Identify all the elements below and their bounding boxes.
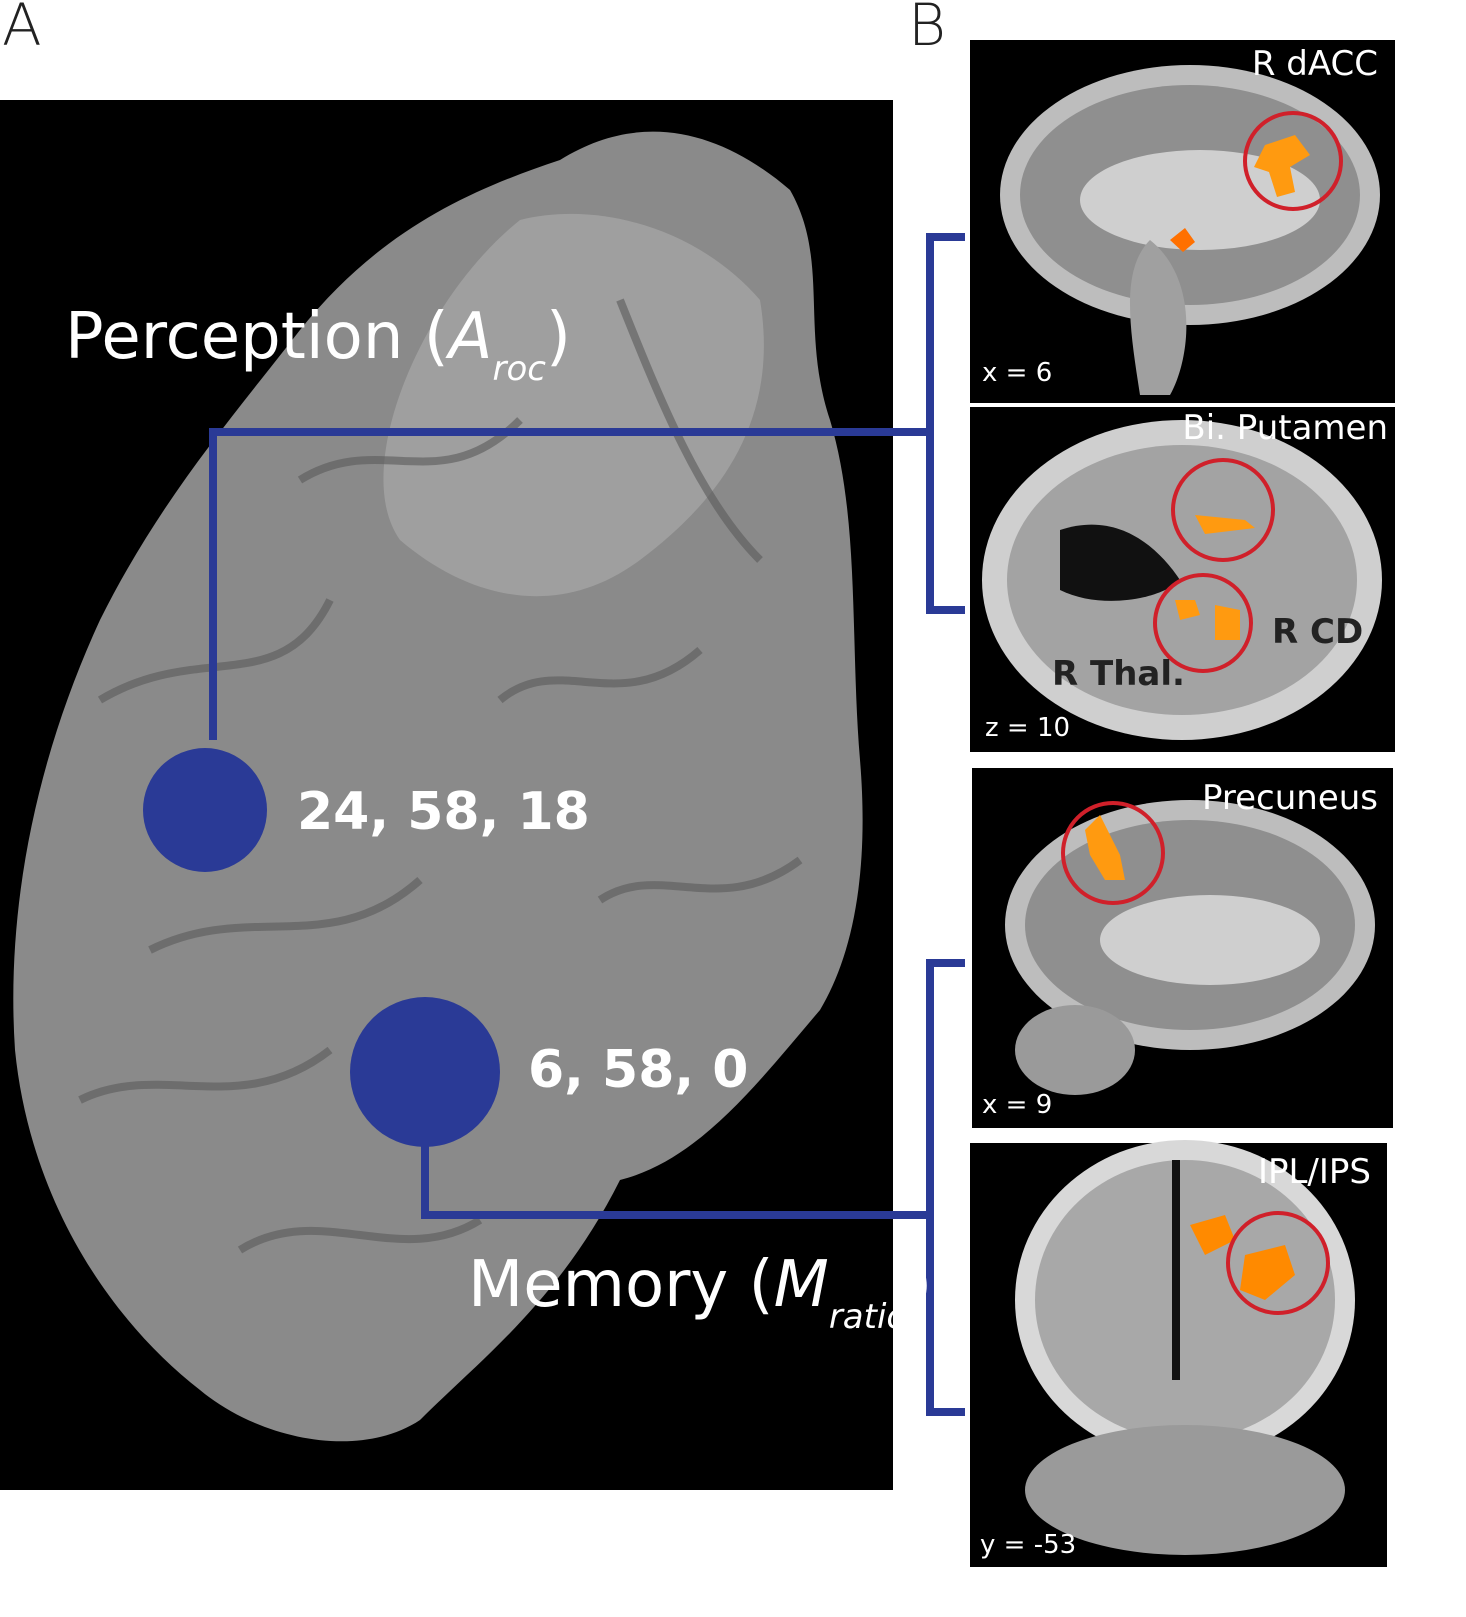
slice-4-coord: y = -53	[980, 1530, 1077, 1560]
slice-4-region: IPL/IPS	[1257, 1152, 1371, 1192]
slice-1-coord: x = 6	[982, 358, 1053, 388]
slice-2-coord: z = 10	[985, 713, 1071, 743]
slice-2-region: Bi. Putamen	[1182, 408, 1388, 448]
perception-label: Perception (Aroc)	[65, 300, 571, 389]
memory-label: Memory (Mratio)	[468, 1248, 933, 1337]
panel-b-label: B	[908, 0, 946, 59]
slice-ipl-ips	[970, 1140, 1387, 1567]
slice-bi-putamen	[970, 407, 1395, 752]
slice-3-region: Precuneus	[1201, 778, 1378, 818]
slice-r-dacc	[970, 40, 1395, 403]
panel-a-label: A	[2, 0, 42, 59]
perception-roi-marker	[143, 748, 267, 872]
memory-roi-marker	[350, 997, 500, 1147]
slice-2-label-rcd: R CD	[1272, 612, 1364, 652]
slice-1-region: R dACC	[1251, 44, 1378, 84]
slice-2-label-rthal: R Thal.	[1052, 654, 1185, 694]
slice-precuneus	[972, 768, 1393, 1128]
memory-coordinates: 6, 58, 0	[528, 1040, 749, 1100]
connector-lines	[209, 233, 965, 1416]
slice-3-coord: x = 9	[982, 1090, 1053, 1120]
perception-coordinates: 24, 58, 18	[297, 782, 590, 842]
